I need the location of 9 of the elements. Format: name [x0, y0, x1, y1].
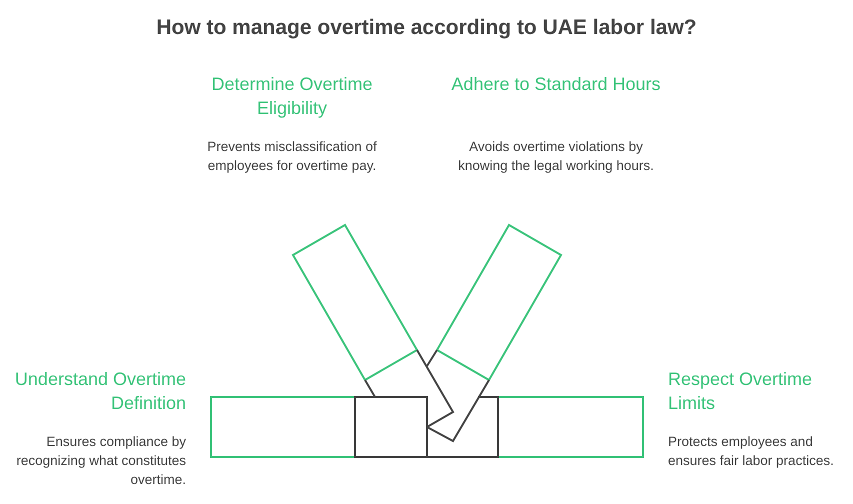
step-description: Avoids overtime violations by knowing the legal working hours.: [458, 138, 654, 175]
step-description: Ensures compliance by recognizing what constitutes overtime.: [15, 433, 186, 489]
step-description: Protects employees and ensures fair labor practices.: [668, 433, 835, 470]
step-heading: Adhere to Standard Hours: [450, 73, 662, 96]
step-heading: Determine Overtime Eligibility: [210, 73, 374, 120]
title: How to manage overtime according to UAE labor law?: [155, 16, 698, 40]
step-description: Prevents misclassification of employees for overtime pay.: [206, 138, 378, 175]
step-heading: Understand Overtime Definition: [14, 368, 186, 415]
step-heading: Respect Overtime Limits: [668, 368, 814, 415]
